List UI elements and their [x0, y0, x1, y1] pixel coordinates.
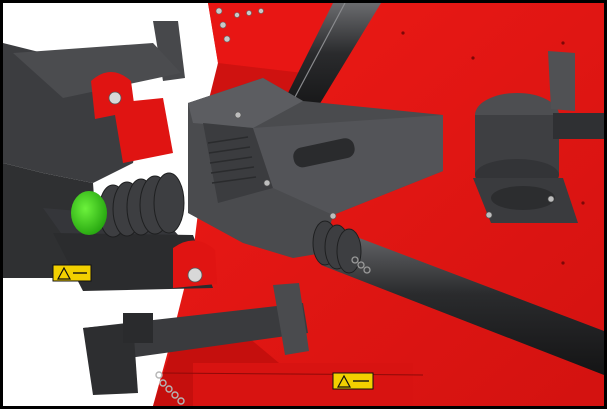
upper-driveshaft: [283, 3, 381, 115]
right-gearbox: [473, 51, 604, 223]
hitch-ears: [91, 72, 217, 288]
green-shield: [71, 191, 107, 235]
pto-boot: [71, 172, 185, 238]
lower-driveshaft: [312, 220, 604, 375]
warning-decal-icon: [52, 264, 92, 282]
warning-decal-icon: [332, 372, 374, 390]
gearbox-housing: [188, 78, 443, 258]
drawbar: [83, 283, 309, 395]
mower-cad-render: [3, 3, 604, 406]
